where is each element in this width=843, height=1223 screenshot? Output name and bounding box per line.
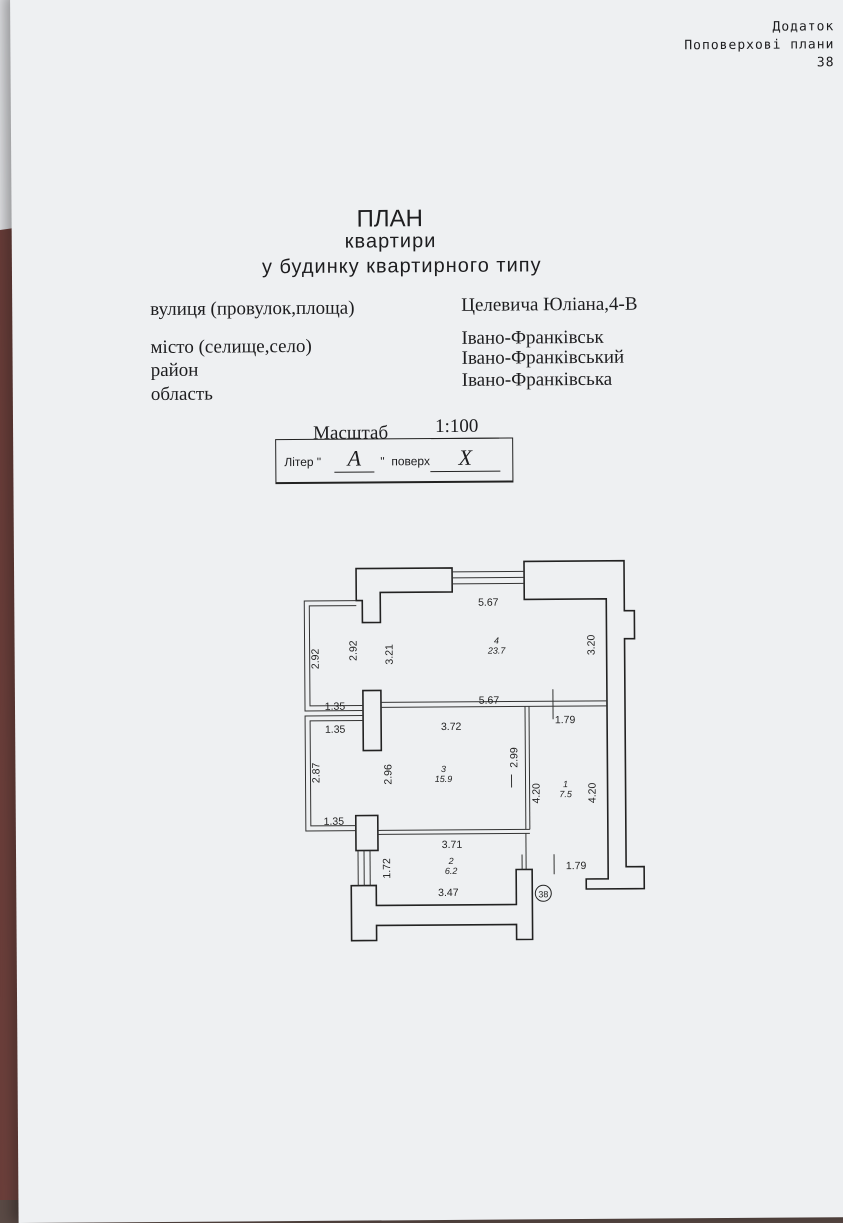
room-2-area: 6.2 [445,866,458,876]
floor-label: поверх [391,454,430,468]
dim-room3-width: 3.72 [441,721,462,733]
dim-room2-width-top: 3.71 [442,839,463,851]
page-number: 38 [817,55,835,70]
floor-plans-label: Поповерхові плани [684,37,834,53]
street-label: вулиця (провулок,площа) [150,298,354,321]
dim-middle-width: 5.67 [479,695,500,707]
dim-room3-right-height: 2.99 [508,747,520,768]
wall-top-left [356,568,452,623]
dim-balcony1-width-top: 1.35 [325,701,346,713]
document-sheet: Додаток Поповерхові плани 38 ПЛАН кварти… [10,0,843,1223]
region-label: область [151,384,213,406]
dim-room1-width-bottom: 1.79 [566,860,587,872]
dim-balcony2-width-top: 1.35 [325,724,346,736]
document-subtitle-1: квартири [345,230,437,254]
floor-value: X [430,445,500,472]
room-3-area: 15.9 [435,774,453,784]
room-4-area: 23.7 [487,646,507,656]
liter-label: Літер " [284,455,321,469]
liter-close-quote: " [380,454,384,468]
dim-room1-height-left: 4.20 [531,783,543,804]
room-2-number: 2 [448,856,454,866]
partition-lower [378,829,530,830]
liter-value: А [334,445,374,472]
document-subtitle-2: у будинку квартирного типу [262,254,542,279]
dim-room2-width-bottom: 3.47 [438,887,459,899]
dim-room1-width-top: 1.79 [555,714,576,726]
dim-balcony2-width-bottom: 1.35 [324,816,345,828]
scale-value: 1:100 [431,416,499,439]
dim-balcony1-height-outer: 2.92 [310,648,322,669]
dim-balcony1-height-inner: 2.92 [348,640,360,661]
appendix-label: Додаток [772,19,834,34]
dim-room4-mid-height: 3.21 [384,644,396,665]
dim-room3-height: 2.96 [382,764,394,785]
room-3-number: 3 [441,764,446,774]
street-value: Целевича Юліана,4-В [461,294,637,317]
region-value: Івано-Франківська [462,369,613,392]
floor-plan-drawing: 38 4 23.7 3 15.9 1 7.5 2 6.2 5.67 1.35 5… [284,548,667,951]
dim-balcony2-height: 2.87 [310,762,322,783]
wall-top-right [524,561,644,890]
dim-top-width: 5.67 [478,597,499,609]
room-1-area: 7.5 [559,789,573,799]
city-label: місто (селище,село) [150,336,311,359]
liter-floor-stamp: Літер " А " поверх X [275,438,513,485]
wall-bottom [351,869,532,940]
wall-pillar-1 [363,690,381,750]
dim-room4-right-height: 3.20 [586,635,598,656]
wall-pillar-2 [356,815,378,850]
room-4-number: 4 [494,636,499,646]
district-value: Івано-Франківський [461,347,624,370]
partition-room3-right [525,706,526,829]
district-label: район [151,360,199,382]
dim-room2-height: 1.72 [381,858,393,879]
room-1-number: 1 [563,779,568,789]
dim-room1-height-right: 4.20 [587,783,599,804]
apartment-number: 38 [538,889,548,899]
